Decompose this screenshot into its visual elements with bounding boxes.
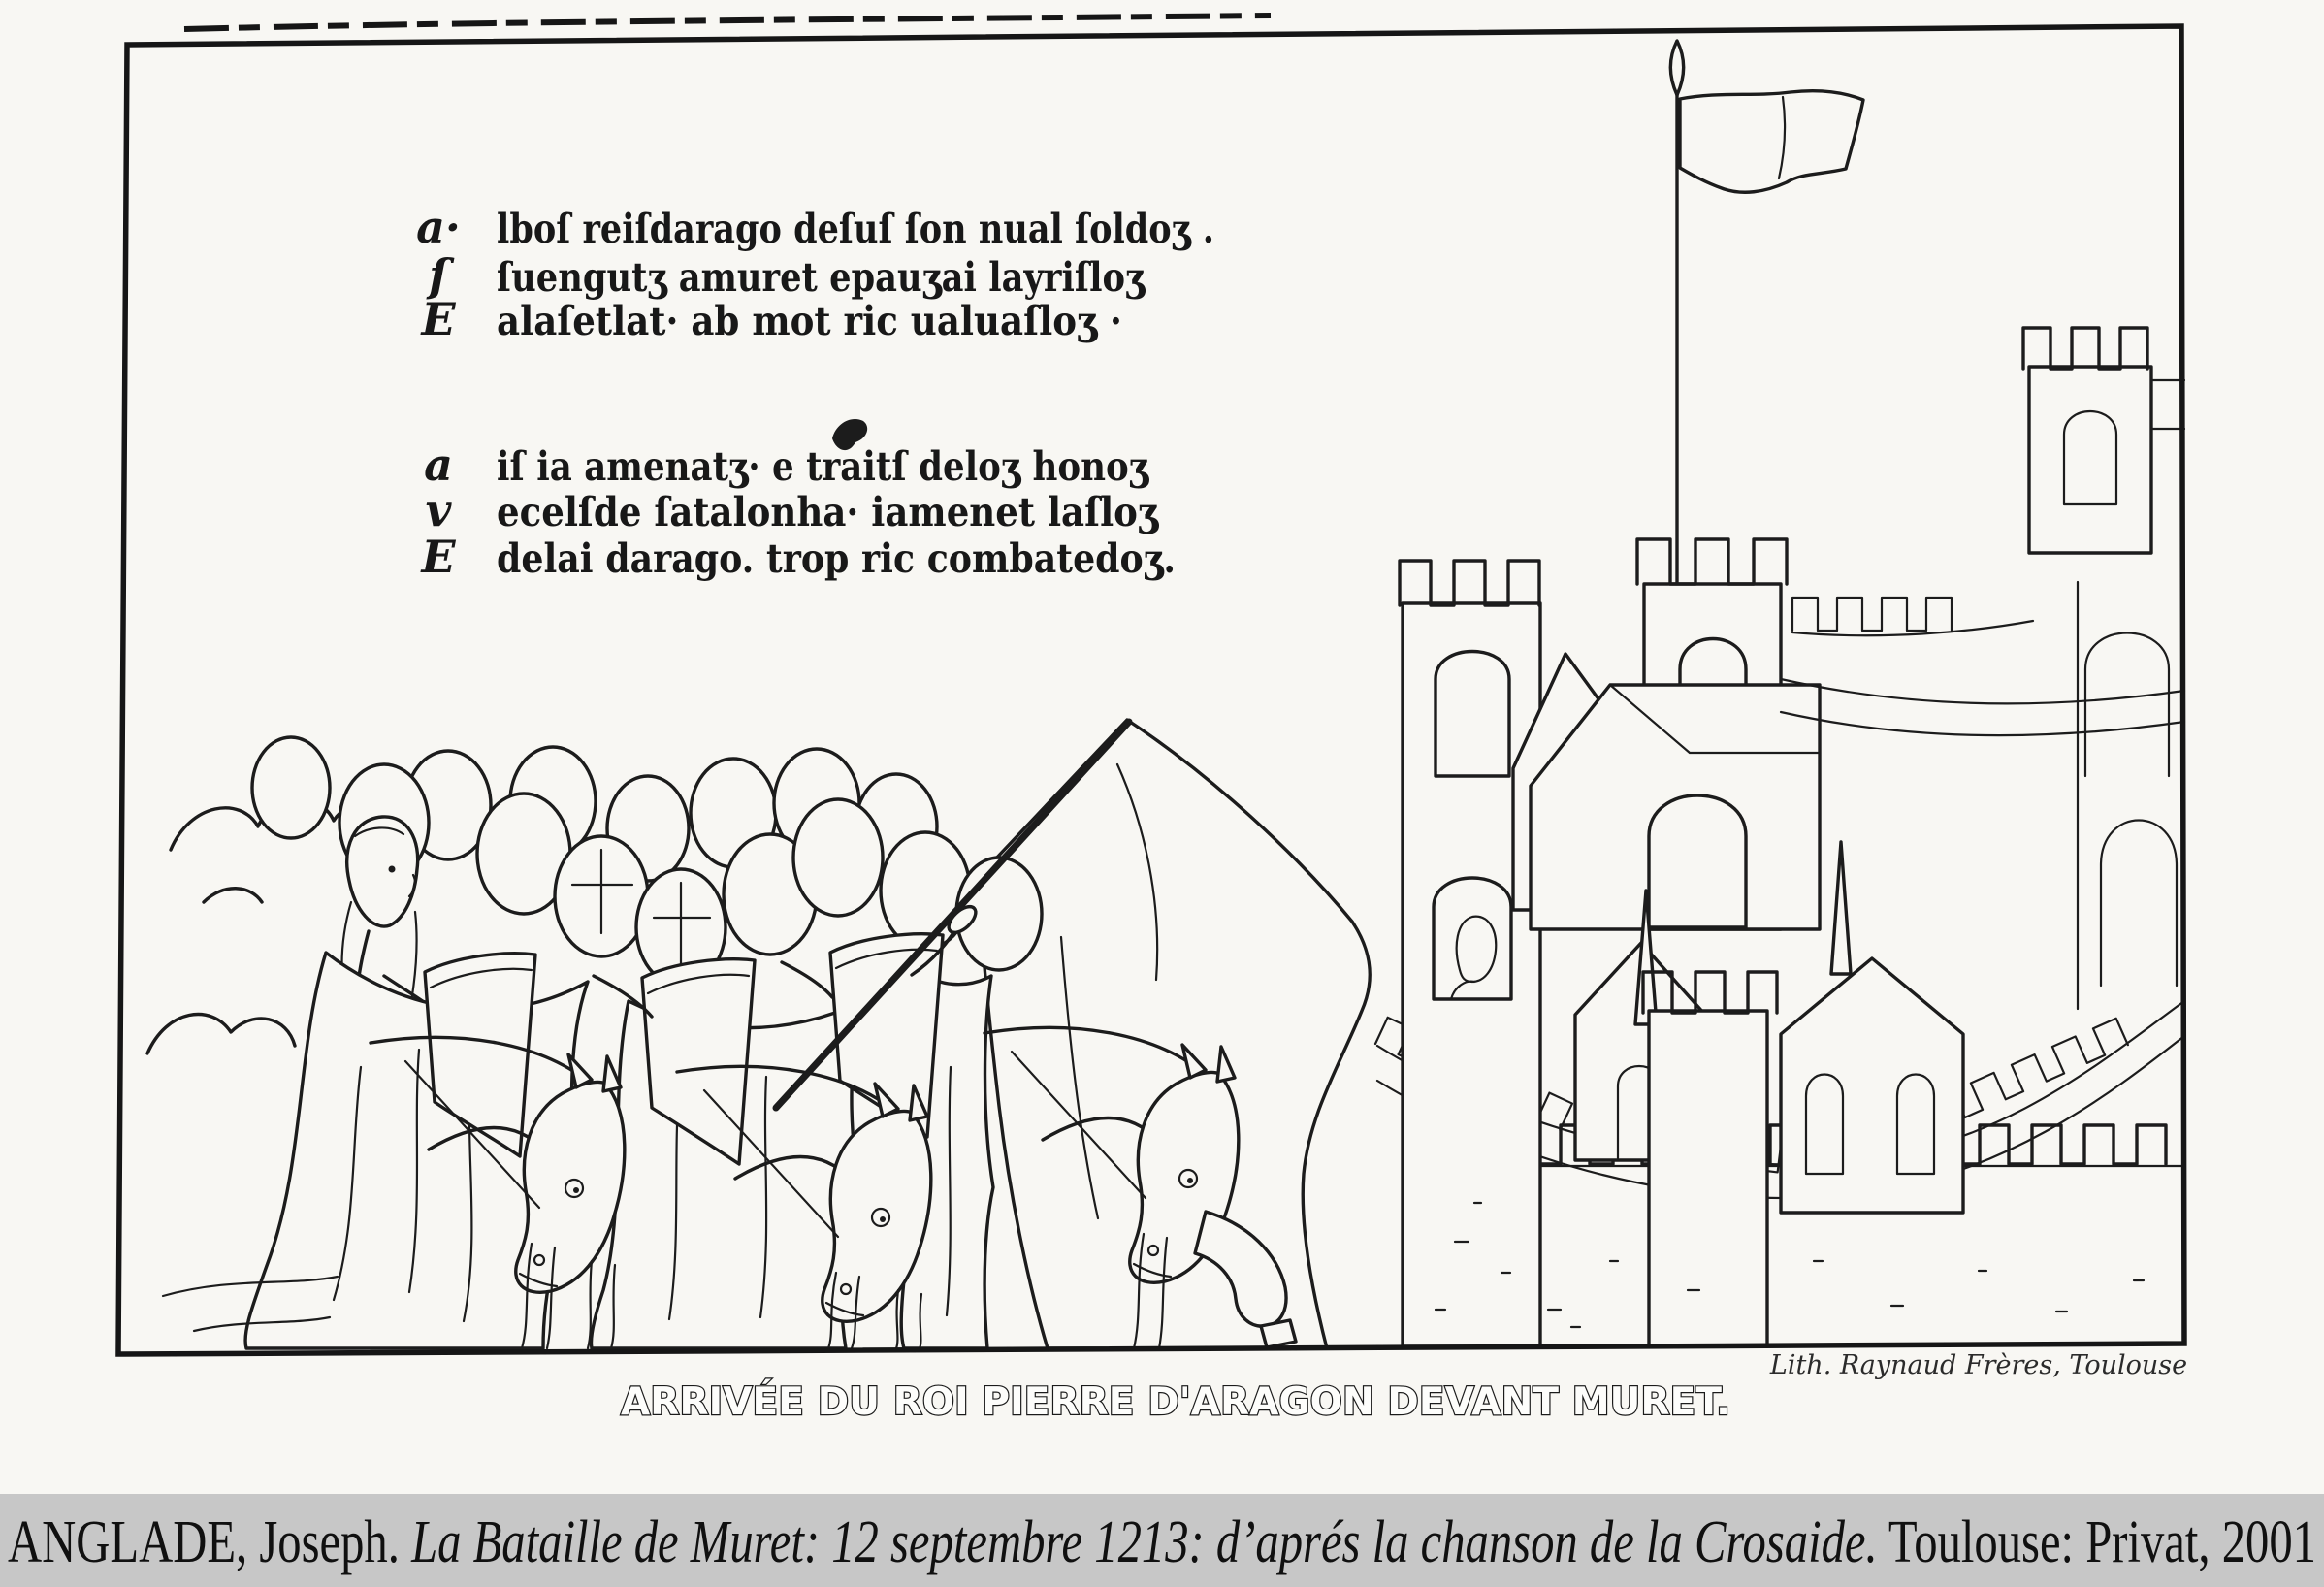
keep-window [1678, 636, 1748, 778]
manuscript-initial: a [424, 438, 453, 491]
manuscript-line: ſuengutʒ amuret epauʒai layriſloʒ [497, 254, 1146, 301]
manuscript-line: delai darago. trop ric combatedoʒ. [497, 535, 1176, 582]
horse-right-ears [1180, 1043, 1237, 1084]
plate-caption: ARRIVÉE DU ROI PIERRE D'ARAGON DEVANT MU… [621, 1378, 1736, 1424]
stanza-ornament [832, 419, 868, 451]
left-tower-merlons [1398, 559, 1541, 607]
shield-center [640, 957, 757, 1166]
manuscript-line: ecelſde ſatalonha· iamenet laſloʒ [497, 489, 1160, 535]
gate-tower-merlons [1641, 970, 1779, 1015]
church-spire-left [1633, 889, 1659, 1026]
citation-bar: ANGLADE, Joseph. La Bataille de Muret: 1… [0, 1494, 2324, 1587]
right-wall-bands [1779, 378, 2186, 737]
wall-speckles [1434, 1201, 2146, 1329]
horse-right-hoof [1259, 1318, 1298, 1349]
horse-center-head [821, 1109, 933, 1323]
manuscript-line: alaſetlat· ab mot ric ualuaſloʒ · [497, 298, 1122, 344]
horse-left-mouth [518, 1272, 559, 1288]
lance [772, 718, 1133, 1112]
castle-flag [1678, 89, 1865, 194]
manuscript-verses: a· lboſ reiſdarago deſuſ ſon nual ſoldoʒ… [416, 201, 1214, 583]
lead-figure-face-lines [340, 826, 418, 1015]
horse-right [983, 1025, 1298, 1350]
left-tower-window [1434, 649, 1511, 778]
manuscript-initial: v [426, 484, 453, 536]
horse-center [675, 1064, 933, 1350]
lance-grip-hand [947, 904, 978, 935]
right-lower-arches [2076, 580, 2179, 1011]
horse-left-legs [520, 1242, 617, 1350]
gate-tower [1647, 1009, 1769, 1348]
spearhead-finial [1668, 39, 1686, 97]
horse-center-mouth [824, 1301, 865, 1317]
manuscript-line: iſ ia amenatʒ· e traitſ deloʒ honoʒ [497, 443, 1149, 490]
horse-right-nostril [1146, 1244, 1160, 1257]
manuscript-line: lboſ reiſdarago deſuſ ſon nual ſoldoʒ . [497, 206, 1214, 252]
right-turret [2027, 365, 2153, 555]
face-window [1432, 876, 1513, 1001]
manuscript-initial: E [419, 293, 456, 345]
horse-right-mouth [1132, 1262, 1173, 1279]
manuscript-initial: a· [416, 201, 461, 253]
citation-title: La Bataille de Muret: 12 septembre 1213:… [410, 1509, 1877, 1575]
horse-center-legs [826, 1271, 923, 1350]
right-wall-merlon-band [1791, 596, 2035, 637]
ground-strokes [161, 1275, 339, 1333]
knights-cavalcade [145, 735, 1298, 1350]
horse-center-nostril [839, 1282, 853, 1296]
house-foreground-right-windows [1804, 1073, 1936, 1176]
bibliographic-citation: ANGLADE, Joseph. La Bataille de Muret: 1… [8, 1509, 2316, 1575]
lead-figure-head [345, 815, 420, 928]
reins [403, 1050, 1147, 1239]
pennon-banner [976, 718, 1372, 1350]
house-great-hall-roofline [1608, 683, 1822, 755]
citation-author: ANGLADE, Joseph. [8, 1509, 411, 1575]
pennon-folds [1059, 762, 1159, 1220]
citation-text-svg: ANGLADE, Joseph. La Bataille de Muret: 1… [8, 1509, 2316, 1575]
frame-texture-line [183, 13, 1272, 32]
plate-illustration: a· lboſ reiſdarago deſuſ ſon nual ſoldoʒ… [115, 13, 2187, 1425]
citation-publisher: Toulouse: Privat, 2001 [1878, 1509, 2316, 1575]
plate-frame-border [115, 23, 2187, 1357]
right-turret-window [2062, 410, 2118, 506]
horse-left [369, 1035, 627, 1350]
helmet-cross-marks [570, 848, 712, 966]
curtain-wall-face [1404, 1166, 2184, 1346]
pennon-cloth [976, 718, 1372, 1350]
lead-figure-eye [388, 865, 396, 873]
face-in-window [1449, 915, 1498, 1001]
horse-left-head [514, 1080, 627, 1294]
horse-center-eye [880, 1216, 886, 1222]
church-spire-right [1829, 840, 1853, 976]
robe-right-fold [945, 1065, 952, 1317]
left-tower [1401, 601, 1542, 1348]
horse-center-ears [873, 1082, 929, 1122]
manuscript-initial: E [419, 531, 456, 583]
horse-left-eye [573, 1187, 579, 1193]
horse-right-eye [1187, 1178, 1193, 1183]
right-turret-merlons [2021, 326, 2149, 371]
castle-flag-fold [1777, 95, 1787, 180]
horse-right-legs [1132, 1232, 1169, 1350]
horse-left-ears [566, 1053, 623, 1093]
horse-left-nostril [533, 1253, 546, 1267]
lithographer-credit: Lith. Raynaud Frères, Toulouse [1769, 1350, 2187, 1380]
house-great-hall-arch [1647, 794, 1748, 929]
keep-merlons [1635, 537, 1789, 586]
castle-of-muret [1373, 39, 2186, 1348]
shields [423, 920, 962, 1166]
